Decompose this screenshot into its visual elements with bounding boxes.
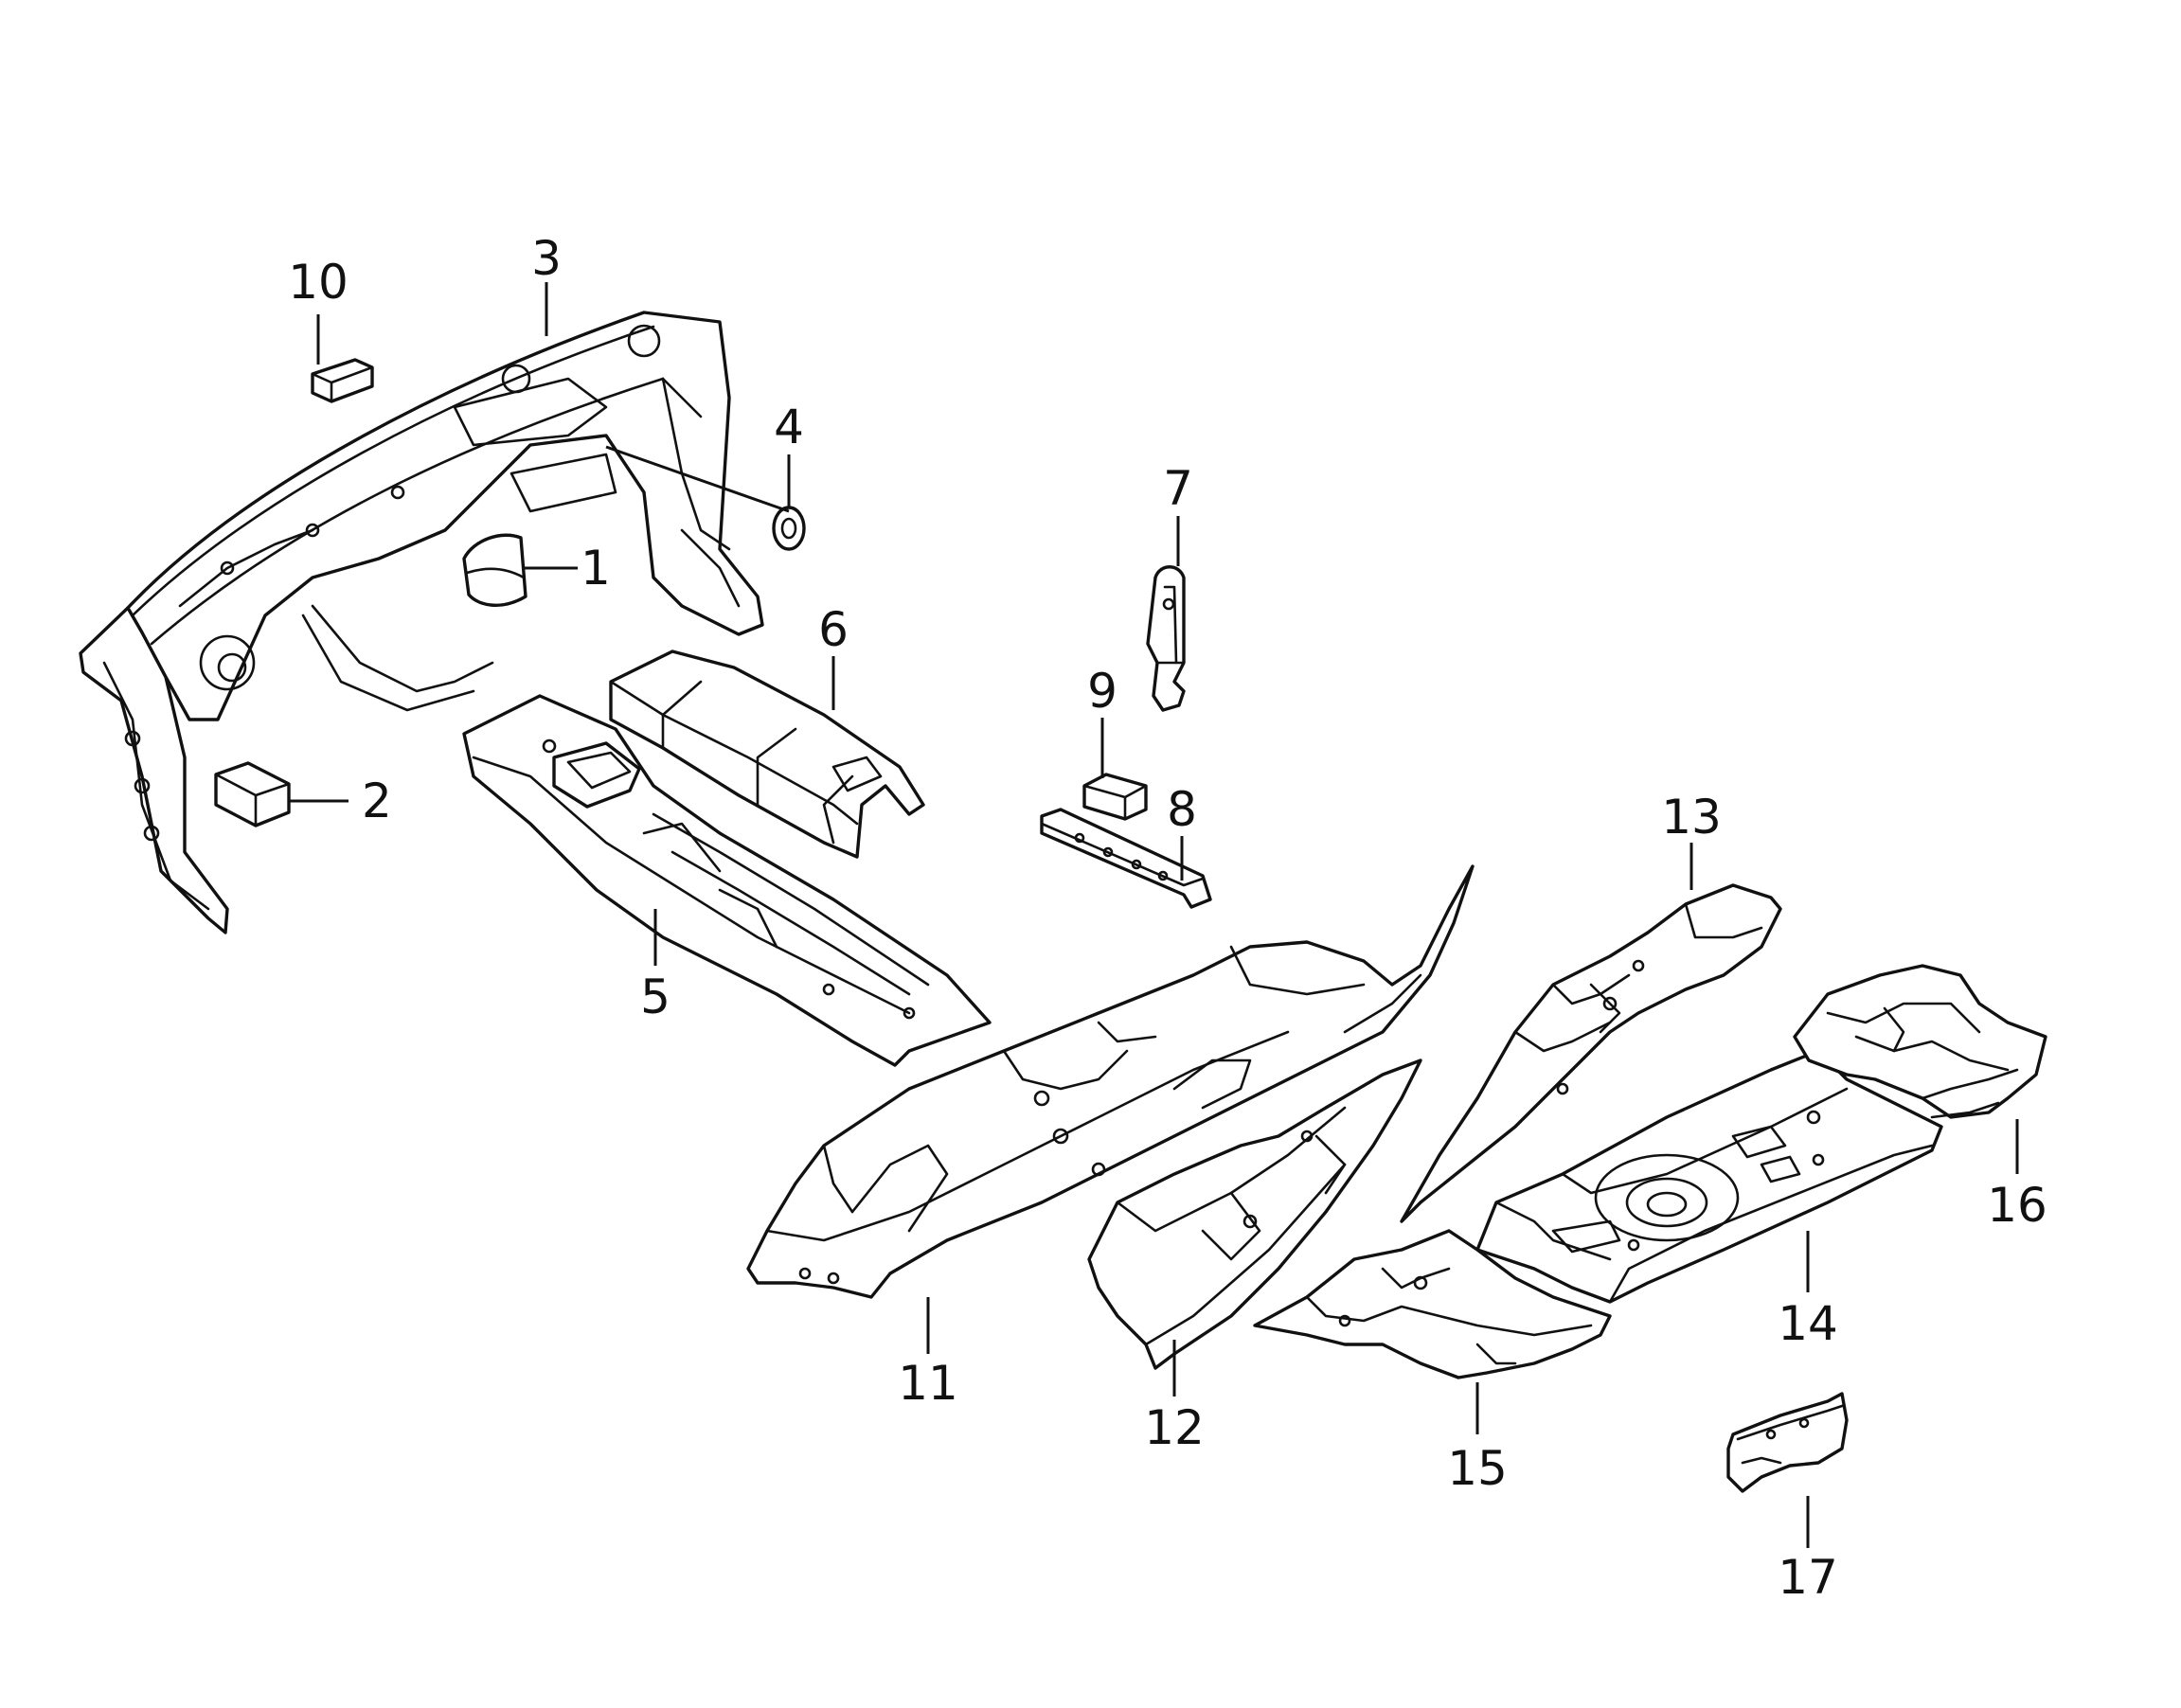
callout-15: 15 [1447, 1441, 1508, 1496]
callout-8: 8 [1167, 782, 1197, 837]
callout-2: 2 [362, 774, 392, 828]
part-14-rear-floor-pan[interactable] [1475, 1049, 1943, 1304]
callout-7: 7 [1163, 461, 1193, 516]
callout-12: 12 [1144, 1400, 1205, 1455]
part-15-rear-cross-member[interactable] [1253, 1229, 1612, 1379]
leader-4b [605, 445, 790, 513]
callout-6: 6 [818, 602, 849, 657]
part-10-block[interactable] [311, 358, 374, 403]
part-2-block[interactable] [214, 761, 291, 827]
callout-13: 13 [1661, 790, 1722, 845]
callout-16: 16 [1987, 1178, 2047, 1233]
callout-10: 10 [288, 255, 349, 310]
callout-3: 3 [531, 231, 562, 286]
part-12-side-member[interactable] [1087, 1059, 1422, 1370]
callout-labels: 1 2 3 4 5 6 7 8 9 10 11 12 13 14 15 16 1… [288, 231, 2047, 1605]
callout-14: 14 [1778, 1296, 1838, 1351]
part-8-rail[interactable] [1040, 808, 1212, 909]
part-6-tunnel-cover[interactable] [609, 649, 925, 859]
part-4-grommet[interactable] [772, 506, 806, 551]
callout-4: 4 [774, 400, 804, 454]
callout-11: 11 [898, 1356, 958, 1411]
part-5-tunnel[interactable] [462, 694, 992, 1067]
part-17-bracket-plate[interactable] [1726, 1392, 1849, 1493]
part-3-bulkhead[interactable] [79, 311, 764, 934]
part-13-rear-side-member[interactable] [1400, 883, 1782, 1223]
part-7-bracket[interactable] [1146, 565, 1186, 712]
part-11-left-floor-pan[interactable] [746, 864, 1475, 1299]
callout-9: 9 [1087, 664, 1117, 719]
callout-1: 1 [581, 541, 611, 596]
part-1-plug[interactable] [462, 533, 527, 607]
part-9-block[interactable] [1082, 773, 1148, 821]
callout-17: 17 [1778, 1550, 1838, 1605]
leader-lines [290, 282, 2019, 1548]
callout-5: 5 [640, 970, 670, 1024]
part-16-rear-section[interactable] [1793, 964, 2047, 1119]
